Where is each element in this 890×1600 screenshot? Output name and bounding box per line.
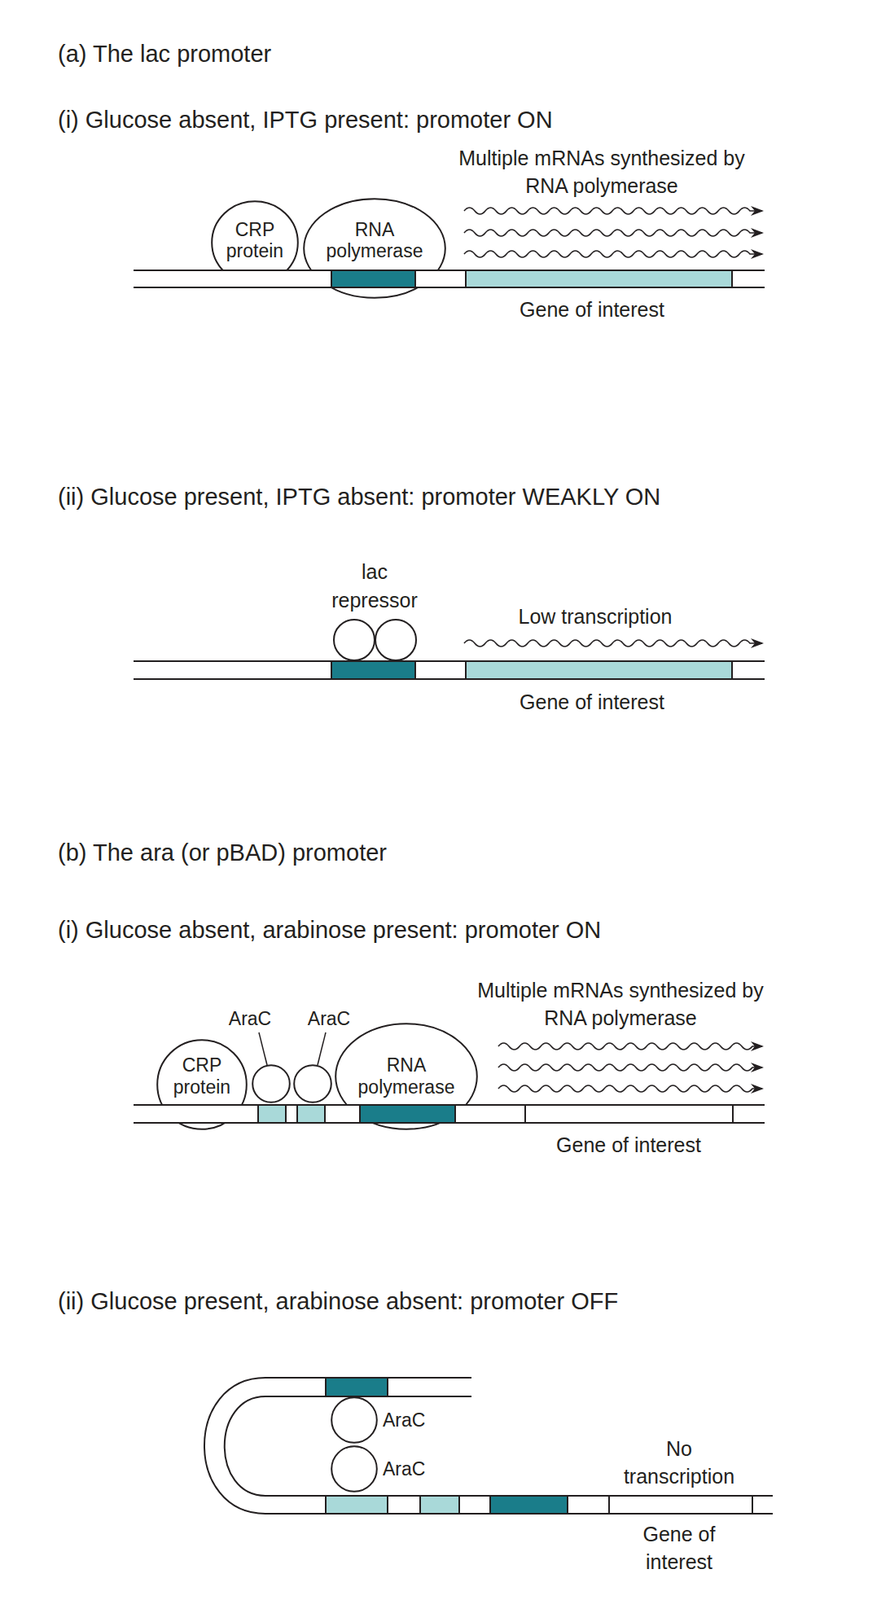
- rna-polymerase: RNA polymerase: [334, 1022, 478, 1131]
- node-label: AraC: [217, 1008, 283, 1030]
- panel-heading: (ii) Glucose present, arabinose absent: …: [57, 1286, 619, 1316]
- mrna-wave: [464, 640, 763, 647]
- section-heading: (b) The ara (or pBAD) promoter: [57, 837, 387, 868]
- rna-polymerase: RNA polymerase: [302, 197, 447, 299]
- arrow-head: [750, 1041, 764, 1052]
- transcription-note: Multiple mRNAs synthesized by RNA polyme…: [473, 976, 768, 1032]
- leader-lines: [258, 1032, 326, 1066]
- node-label: lac repressor: [324, 557, 426, 615]
- panel-heading: (i) Glucose absent, arabinose present: p…: [57, 915, 601, 945]
- arac-protein: AraC: [330, 1396, 378, 1444]
- node-outline: [330, 1396, 378, 1444]
- node-label: AraC: [296, 1008, 362, 1030]
- transcription-note: Multiple mRNAs synthesized by RNA polyme…: [455, 144, 749, 200]
- mrna-wave: [464, 250, 763, 258]
- arac-protein: AraC: [293, 1064, 333, 1104]
- node-label: CRP protein: [165, 1054, 239, 1099]
- arrow-head: [750, 1083, 764, 1094]
- gene-label: Gene of interest: [469, 295, 715, 324]
- arac-protein: AraC: [330, 1445, 378, 1493]
- node-outline: [333, 618, 417, 662]
- node-label: RNA polymerase: [345, 1054, 468, 1099]
- panel-heading: (ii) Glucose present, IPTG absent: promo…: [57, 482, 661, 512]
- arrow-head: [750, 1062, 764, 1073]
- transcription-note: Low transcription: [473, 602, 718, 631]
- mrna-wave: [464, 229, 763, 237]
- arac-protein: AraC: [251, 1064, 291, 1104]
- node-label: AraC: [382, 1458, 426, 1480]
- arrow-head: [750, 638, 764, 649]
- mrna-wave: [464, 207, 763, 215]
- arrow-head: [750, 206, 764, 216]
- node-outline: [251, 1064, 291, 1104]
- crp-protein: CRP protein: [210, 200, 299, 285]
- section-heading: (a) The lac promoter: [57, 39, 272, 69]
- arrow-head: [750, 249, 764, 259]
- node-outline: [330, 1445, 378, 1493]
- ara-dna-loop: [204, 1377, 773, 1514]
- node-label: RNA polymerase: [313, 219, 436, 262]
- node-label: CRP protein: [218, 219, 292, 262]
- node-outline: [293, 1064, 333, 1104]
- panel-heading: (i) Glucose absent, IPTG present: promot…: [57, 105, 553, 135]
- lac-repressor: lac repressor: [333, 618, 417, 662]
- mrna-waves: [464, 206, 764, 1094]
- node-label: AraC: [382, 1409, 426, 1431]
- crp-protein: CRP protein: [156, 1039, 248, 1131]
- mrna-wave: [498, 1043, 763, 1050]
- lac-dna-weak: [133, 661, 765, 680]
- gene-label: Gene of interest: [506, 1131, 751, 1159]
- gene-label: Gene of interest: [469, 688, 715, 716]
- mrna-wave: [498, 1085, 763, 1092]
- arrow-head: [750, 227, 764, 238]
- transcription-note: No transcription: [609, 1434, 749, 1491]
- mrna-wave: [498, 1064, 763, 1071]
- gene-label: Gene of interest: [626, 1520, 733, 1576]
